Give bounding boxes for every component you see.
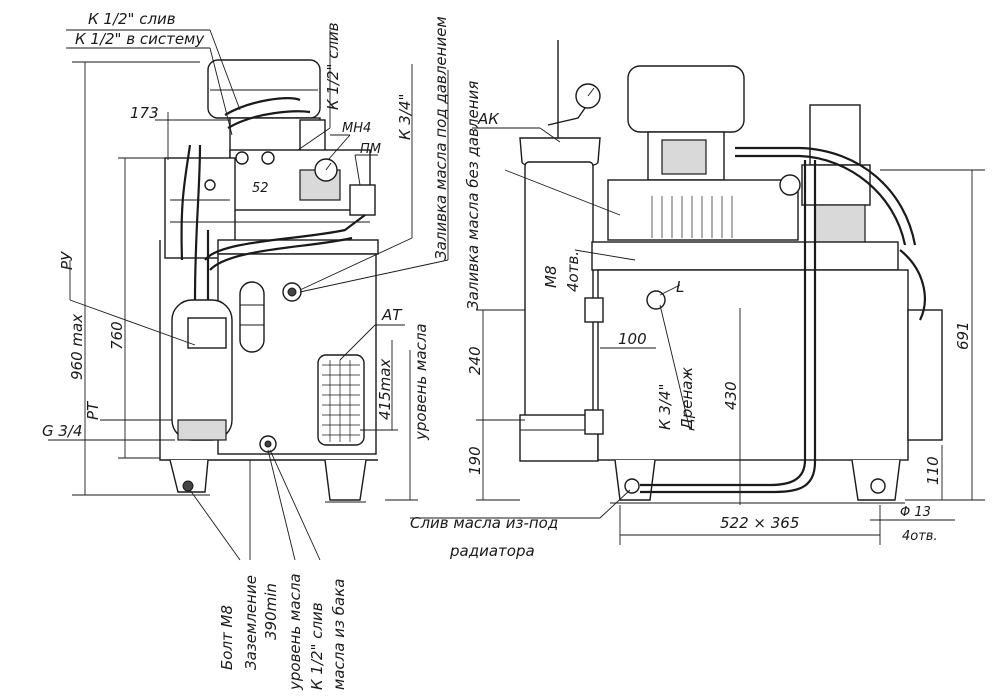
label-k12-drain-top: К 1/2" слив [88,10,176,28]
pump-coupling-right [607,179,799,241]
label-oil-level-bottom: уровень масла [286,573,304,691]
tank-lid-right [591,241,899,271]
label-dim-52: 52 [252,181,269,196]
label-rt: РТ [84,400,102,420]
label-k12-drain-vert: К 1/2" слив [324,22,342,110]
radiator-left [317,354,365,446]
label-g34: G 3/4 [42,422,83,440]
label-dim-110: 110 [924,456,942,485]
label-bolt-m8: Болт М8 [218,605,236,670]
left-view [159,59,379,503]
label-dim-190: 190 [466,446,484,475]
label-oil-level-right: уровень масла [412,323,430,441]
label-k34-drain: К 3/4" [656,384,674,430]
pipe-right-1 [735,146,917,246]
label-drain-radiator-2: радиатора [449,542,535,560]
valve-tower-right [809,104,861,166]
label-dim-691: 691 [954,321,972,350]
leg-left-2 [324,459,367,501]
drain-port-right [646,290,666,310]
label-holes4-b: 4отв. [902,529,938,544]
left-dimensions [48,61,418,501]
label-dim-390: 390min [262,583,280,640]
left-leaders [66,29,449,561]
label-dim-960: 960 max [68,314,86,380]
label-k34-top: К 3/4" [396,94,414,140]
label-k12-to-system: К 1/2" в систему [75,30,205,48]
label-drainage: Дренаж [678,367,696,431]
label-m8: М8 [542,266,560,289]
label-k12-drain-bottom: К 1/2" слив [308,602,326,690]
label-grounding: Заземление [242,575,260,670]
oil-level-window [239,281,265,353]
label-dim-415: 415max [376,359,394,420]
accumulator-ak [524,161,594,431]
radiator-right [907,309,943,441]
label-ak: АК [477,110,500,128]
label-dim-173: 173 [130,104,159,122]
label-oil-from-tank: масла из бака [330,579,348,691]
label-ru: РУ [58,251,76,270]
pipe-left-1 [180,144,192,261]
right-dimensions [476,169,985,545]
label-fill-pressure: Заливка масла под давлением [432,16,450,260]
label-pm: ПМ [360,142,381,157]
label-at: АТ [381,306,403,324]
ground-bolt [182,480,194,492]
tank-body-right [597,269,909,461]
label-dim-100: 100 [618,330,647,348]
label-dim-240: 240 [466,346,484,375]
label-mn4: МН4 [342,121,371,136]
label-l: L [676,278,684,296]
right-leaders [410,127,691,519]
label-fill-no-pressure: Заливка масла без давления [464,81,482,310]
label-dim-760: 760 [108,321,126,350]
label-dim-430: 430 [722,381,740,410]
label-drain-radiator-1: Слив масла из-под [410,514,558,532]
label-phi13: Φ 13 [900,505,931,520]
right-view [519,40,943,504]
pressure-switch-pm [349,184,376,216]
label-holes4-a: 4отв. [564,251,582,292]
motor-housing-right [627,65,745,133]
label-dim-522: 522 × 365 [720,514,799,532]
